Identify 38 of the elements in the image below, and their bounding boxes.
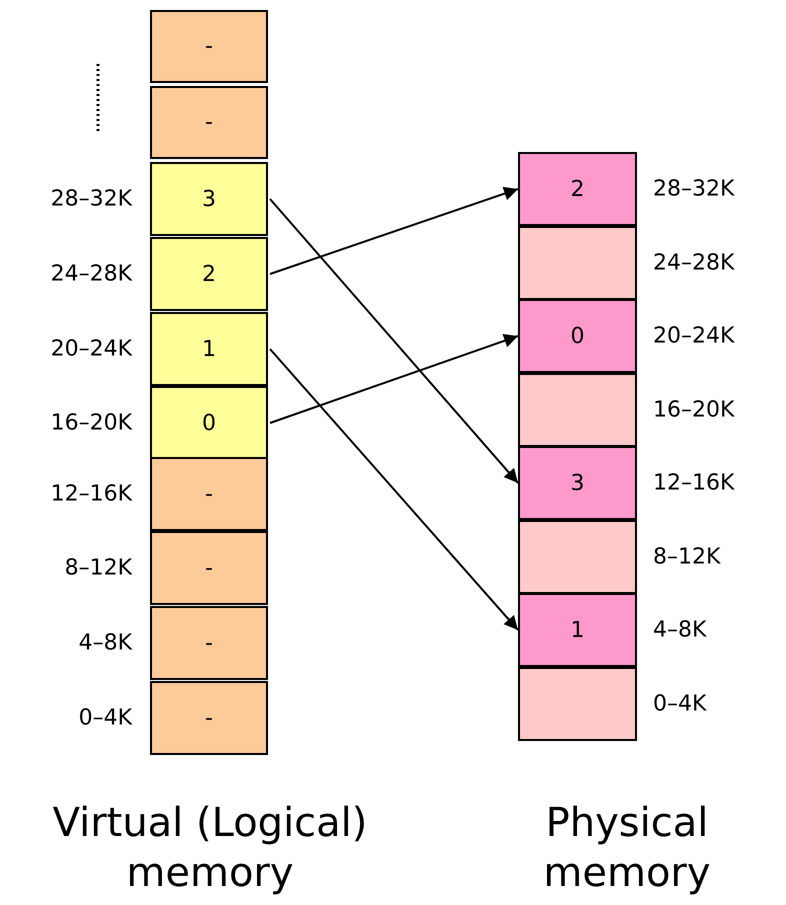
address-range: 28–32K (653, 176, 734, 202)
memory-cell (150, 86, 268, 159)
cell-value: - (205, 556, 213, 580)
cell-value: - (205, 630, 213, 656)
cell-value: 2 (570, 176, 584, 202)
address-range: 12–16K (653, 470, 734, 496)
arrow (270, 334, 518, 424)
cell-value: 0 (202, 410, 216, 436)
address-range: 16–20K (653, 398, 734, 422)
cell-value: 2 (202, 262, 216, 286)
cell-value: 1 (570, 618, 584, 642)
arrow (269, 348, 519, 631)
cell-value: - (205, 482, 213, 506)
address-range: 28–32K (50, 186, 132, 212)
address-range: 4–8K (78, 630, 132, 656)
address-range: 8–12K (653, 544, 720, 570)
memory-caption: Physical memory (542, 799, 712, 898)
cell-value: 0 (570, 324, 584, 348)
cell-value: 1 (202, 336, 216, 362)
cell-value: 3 (202, 186, 216, 212)
cell-value: 3 (570, 470, 584, 496)
address-range: 20–24K (653, 324, 734, 348)
address-range: 20–24K (50, 336, 132, 362)
memory-cell (150, 10, 268, 83)
memory-caption: Virtual (Logical) memory (52, 799, 368, 898)
cell-value: - (205, 706, 213, 730)
address-range: 0–4K (653, 692, 706, 716)
arrow (269, 198, 519, 484)
cell-value: - (205, 110, 213, 135)
address-range: 4–8K (653, 618, 706, 642)
address-range: 24–28K (653, 250, 734, 276)
address-range: 8–12K (64, 556, 132, 580)
address-range: 12–16K (50, 482, 132, 506)
address-range: 16–20K (50, 410, 132, 436)
address-range: 24–28K (50, 262, 132, 286)
cell-value: - (205, 34, 213, 59)
address-range: 0–4K (78, 706, 132, 730)
arrow (270, 186, 518, 275)
